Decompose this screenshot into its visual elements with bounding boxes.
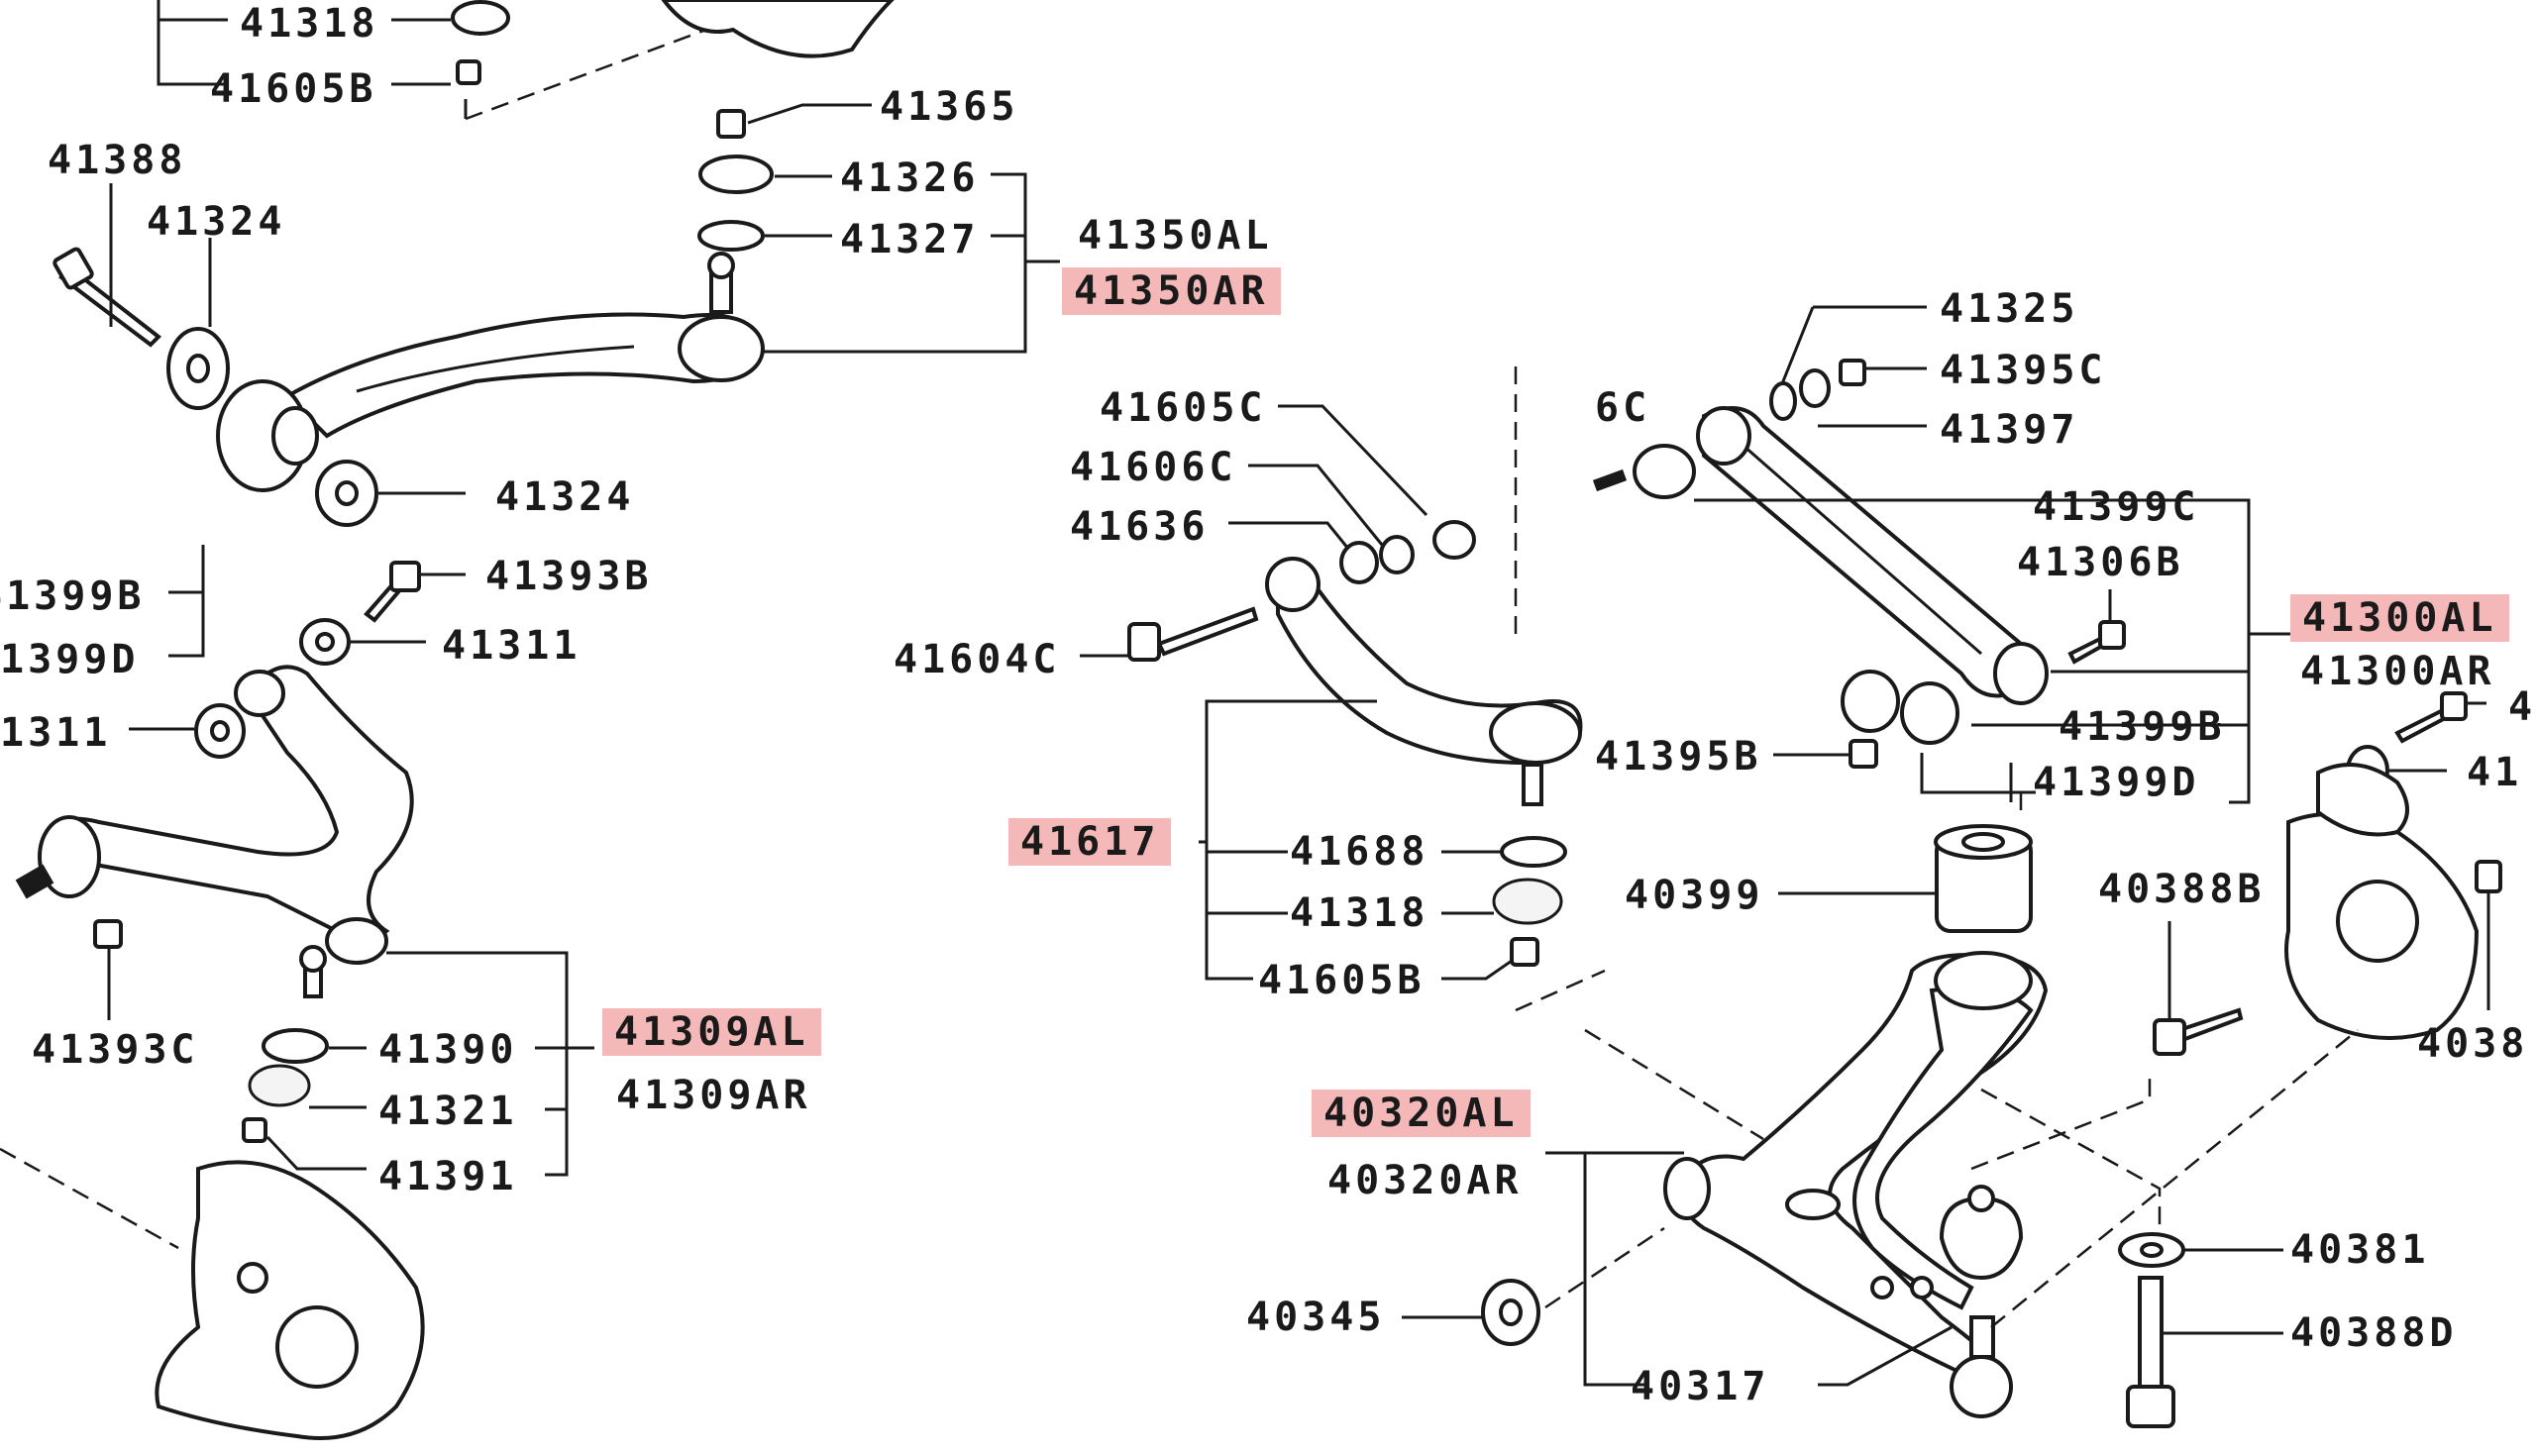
part-label: 41321 <box>378 1089 518 1134</box>
part-label: 41388 <box>48 138 187 183</box>
part-label: 1399D <box>0 637 140 682</box>
part-label: 41306B <box>2017 540 2184 585</box>
part-label: 41393B <box>485 554 653 599</box>
part-label: 41318 <box>1290 890 1429 936</box>
part-label: 41350AL <box>1078 213 1273 259</box>
part-label: 41399D <box>2033 760 2200 805</box>
part-label: 41324 <box>147 199 286 245</box>
part-label: 41300AR <box>2300 649 2495 694</box>
part-label: 41636 <box>1070 504 1210 550</box>
part-label-highlighted: 41350AR <box>1062 267 1281 315</box>
part-label: 40345 <box>1246 1295 1386 1340</box>
upper-arm-assembly-left <box>53 0 1060 527</box>
part-label: 41399B <box>2059 704 2226 750</box>
part-label: 41324 <box>495 474 635 520</box>
part-label: 41399C <box>2033 484 2200 530</box>
part-label: 41605B <box>1258 958 1426 1003</box>
part-label: 6C <box>1595 385 1651 431</box>
part-label: 41365 <box>880 84 1019 130</box>
part-label: 41325 <box>1940 286 2079 332</box>
part-label: 4 <box>2508 684 2536 730</box>
part-label: 41318 <box>240 1 379 47</box>
part-label: 40320AR <box>1327 1158 1523 1203</box>
part-label: 41390 <box>378 1027 518 1073</box>
lower-arm-assembly-left <box>0 545 594 1440</box>
part-label: 41391 <box>378 1154 518 1199</box>
part-label: 40317 <box>1631 1364 1770 1409</box>
part-label: 41606C <box>1070 445 1237 490</box>
part-label: 41605B <box>210 66 377 112</box>
part-label-highlighted: 41617 <box>1008 818 1172 866</box>
part-label: 4038 <box>2417 1021 2529 1067</box>
part-label-highlighted: 41309AL <box>602 1008 821 1056</box>
part-label: 41309AR <box>616 1073 811 1118</box>
part-label: 41311 <box>442 623 581 669</box>
part-label-highlighted: 41300AL <box>2290 594 2509 642</box>
part-label-highlighted: 40320AL <box>1312 1090 1531 1137</box>
part-label: 41399B <box>0 573 146 619</box>
part-label: 40399 <box>1625 873 1764 918</box>
part-label: 41395B <box>1595 734 1762 780</box>
part-label: 40388D <box>2290 1310 2458 1356</box>
upper-arm-assembly-center <box>1080 366 1606 1012</box>
part-label: 41397 <box>1940 407 2079 453</box>
part-label: 41327 <box>840 217 980 262</box>
part-label: 41326 <box>840 156 980 201</box>
part-label: 41395C <box>1940 348 2107 393</box>
part-label: 41393C <box>32 1027 199 1073</box>
part-label: 1311 <box>0 710 112 756</box>
lower-arm-assembly-right <box>1592 305 2536 812</box>
part-label: 40388B <box>2098 867 2266 912</box>
part-label: 40381 <box>2290 1227 2430 1273</box>
part-label: 41 <box>2467 750 2523 795</box>
lower-arm-assembly-bottom-right <box>1402 763 2502 1428</box>
part-label: 41688 <box>1290 829 1429 875</box>
part-label: 41605C <box>1100 385 1267 431</box>
part-label: 41604C <box>894 637 1061 682</box>
